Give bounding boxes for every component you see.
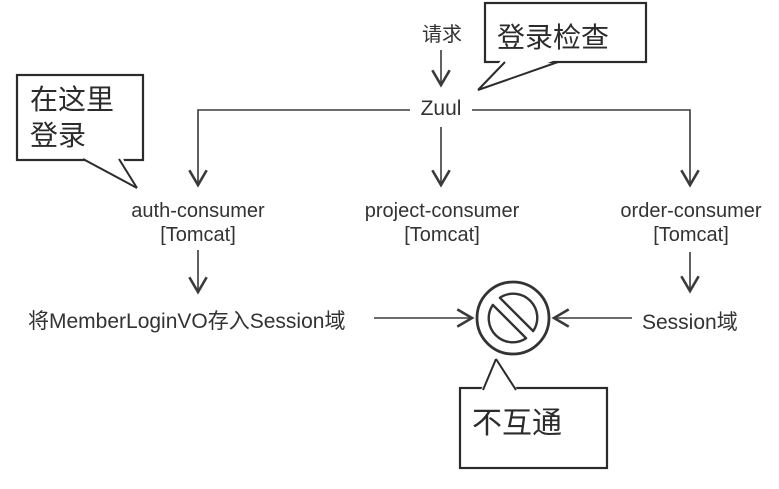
node-auth-consumer-name: auth-consumer xyxy=(131,200,265,222)
node-auth-consumer-runtime: [Tomcat] xyxy=(160,224,236,246)
arrow-zuul-to-order xyxy=(472,109,700,188)
gateway-label: Zuul xyxy=(420,97,462,120)
session-store-label: 将MemberLoginVO存入Session域 xyxy=(28,310,346,333)
node-project-consumer: project-consumer [Tomcat] xyxy=(365,199,520,247)
callout-no-share-bubble xyxy=(458,358,609,470)
callout-login-here-line2: 登录 xyxy=(30,120,87,151)
node-project-consumer-name: project-consumer xyxy=(364,200,520,222)
callout-login-here-text: 在这里 登录 xyxy=(30,82,114,154)
callout-login-here-line1: 在这里 xyxy=(30,84,115,115)
no-entry-icon xyxy=(475,280,551,356)
node-project-consumer-runtime: [Tomcat] xyxy=(404,224,480,246)
session-area-label: Session域 xyxy=(642,311,738,334)
node-order-consumer-name: order-consumer xyxy=(620,200,762,222)
callout-login-check-bubble xyxy=(477,1,648,91)
callout-login-here-bubble xyxy=(15,73,145,190)
callout-login-check-text: 登录检查 xyxy=(497,22,610,53)
arrow-zuul-to-auth xyxy=(188,109,410,188)
request-label: 请求 xyxy=(422,24,462,46)
node-order-consumer: order-consumer [Tomcat] xyxy=(620,199,761,247)
node-auth-consumer: auth-consumer [Tomcat] xyxy=(131,199,264,247)
callout-no-share-text: 不互通 xyxy=(472,407,562,440)
node-order-consumer-runtime: [Tomcat] xyxy=(653,224,729,246)
